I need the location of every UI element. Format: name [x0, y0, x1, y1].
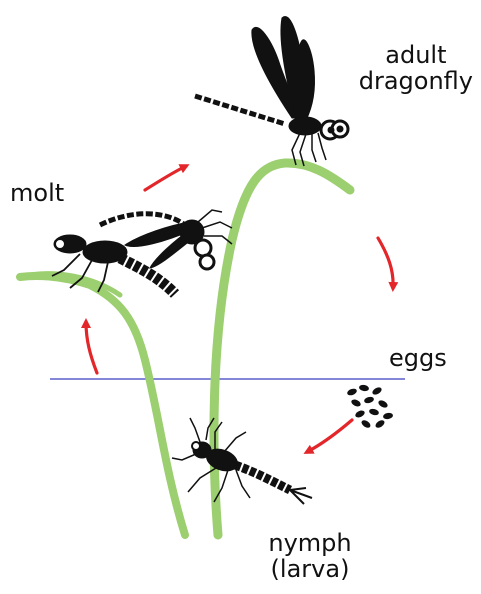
nymph-tail: [290, 488, 312, 504]
nymph-larva: [172, 418, 312, 504]
label-nymph-line2: (larva): [255, 556, 365, 582]
label-adult-line1: adult: [359, 42, 473, 68]
molt-adult-abdomen: [100, 214, 185, 225]
plant-stems: [20, 163, 350, 535]
label-nymph: nymph (larva): [255, 530, 365, 583]
shell-abdomen: [120, 258, 175, 294]
label-adult-dragonfly: adult dragonfly: [359, 42, 473, 95]
adult-abdomen: [195, 96, 285, 124]
adult-wing-fore2: [300, 40, 315, 120]
arrow-molt-to-adult: [145, 166, 186, 190]
right-stem: [214, 163, 350, 535]
label-nymph-line1: nymph: [255, 530, 365, 556]
label-molt: molt: [10, 180, 64, 206]
arrow-eggs-to-nymph: [307, 420, 352, 452]
eggs-cluster: [346, 384, 393, 429]
left-stem: [20, 276, 185, 535]
arrow-nymph-to-molt: [86, 322, 97, 373]
label-eggs: eggs: [389, 345, 447, 371]
adult-dragonfly: [195, 16, 348, 166]
nymph-abdomen: [235, 465, 290, 490]
label-adult-line2: dragonfly: [359, 68, 473, 94]
arrow-adult-to-eggs: [378, 238, 393, 288]
